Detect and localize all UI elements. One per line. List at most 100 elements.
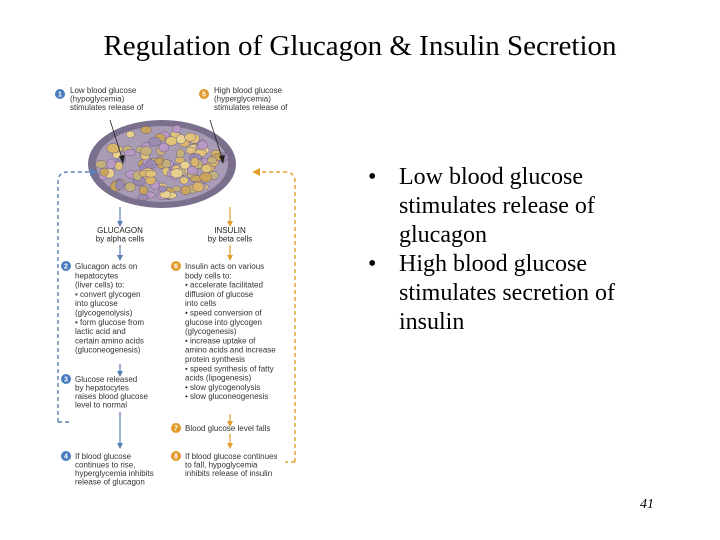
figure-text-line: GLUCAGON <box>97 226 143 235</box>
islet-cell <box>125 130 135 139</box>
bullet-item-high-glucose: •High blood glucose stimulates secretion… <box>368 251 615 335</box>
svg-text:2: 2 <box>64 264 68 271</box>
figure-text-line: Glucagon acts on <box>75 262 137 271</box>
figure-text-line: Low blood glucose <box>70 86 137 95</box>
step-8-marker: 8 <box>171 451 181 461</box>
islet-cell <box>124 149 137 157</box>
islet-cell <box>186 166 198 175</box>
figure-text-line: • slow gluconeogenesis <box>185 392 268 401</box>
insulin-feedback-arrow <box>260 171 296 462</box>
islet-cell <box>124 182 136 192</box>
figure-text-line: lactic acid and <box>75 327 126 336</box>
figure-text-line: raises blood glucose <box>75 392 148 401</box>
figure-text-line: • slow glycogenolysis <box>185 383 260 392</box>
svg-text:8: 8 <box>174 454 178 461</box>
figure-text-line: Glucose released <box>75 375 137 384</box>
glucagon-feedback-arrow <box>57 171 90 422</box>
islet-cell <box>99 167 109 177</box>
insulin-feedback-arrowhead <box>252 168 260 176</box>
figure-text-line: into cells <box>185 299 216 308</box>
step-1-text: Low blood glucose(hypoglycemia)stimulate… <box>70 86 144 112</box>
figure-text-line: Insulin acts on various <box>185 262 264 271</box>
figure-text-line: by alpha cells <box>96 235 144 244</box>
figure-text-line: (glycogenolysis) <box>75 309 133 318</box>
islet-cell <box>140 125 152 134</box>
figure-text-line: INSULIN <box>214 226 246 235</box>
figure-text-line: (liver cells) to: <box>75 281 124 290</box>
figure-text-line: protein synthesis <box>185 355 245 364</box>
glucose-regulation-figure: 1 5 2 6 3 7 4 8 Low blood glucose(hypogl… <box>55 86 296 487</box>
figure-text-line: • speed synthesis of fatty <box>185 364 274 373</box>
islet-cell <box>158 142 170 153</box>
step-5-text: High blood glucose(hyperglycemia)stimula… <box>214 86 288 112</box>
svg-text:3: 3 <box>64 377 68 384</box>
figure-text-line: level to normal <box>75 401 127 410</box>
figure-text-line: acids (lipogenesis) <box>185 374 252 383</box>
islet-cell <box>190 157 200 167</box>
svg-text:7: 7 <box>174 426 178 433</box>
figure-text-line: certain amino acids <box>75 336 144 345</box>
svg-text:4: 4 <box>64 454 68 461</box>
figure-text-line: amino acids and increase <box>185 346 276 355</box>
islet-cell <box>148 136 162 147</box>
islet-cell <box>180 185 191 196</box>
islet-cell <box>158 185 168 193</box>
islet-cell <box>170 168 184 179</box>
islet-cell <box>176 134 186 145</box>
figure-text-line: hepatocytes <box>75 271 118 280</box>
islet-cell <box>115 180 125 191</box>
figure-text-line: (hyperglycemia) <box>214 95 271 104</box>
figure-text-line: • accelerate facilitated <box>185 281 263 290</box>
islet-cell <box>139 185 149 195</box>
figure-text-line: to fall, hypoglycemia <box>185 461 258 470</box>
figure-text-line: High blood glucose <box>214 86 283 95</box>
figure-text-line: by beta cells <box>208 235 252 244</box>
islet-cell <box>197 140 208 151</box>
islet-cell <box>192 181 205 193</box>
figure-text-line: • convert glycogen <box>75 290 141 299</box>
islet-cell <box>201 164 212 173</box>
step-7-marker: 7 <box>171 423 181 433</box>
figure-text-line: stimulates release of <box>214 103 288 112</box>
figure-text-line: • increase uptake of <box>185 336 256 345</box>
svg-text:5: 5 <box>202 92 206 99</box>
figure-text-line: Blood glucose level falls <box>185 424 270 433</box>
figure-text-line: If blood glucose continues <box>185 452 278 461</box>
islet-cell <box>137 193 149 201</box>
islet-cell <box>144 170 157 178</box>
svg-text:6: 6 <box>174 264 178 271</box>
figure-text-line: body cells to: <box>185 271 232 280</box>
islet-cell <box>145 176 157 185</box>
islet-cell <box>145 159 157 169</box>
figure-text-line: inhibits release of insulin <box>185 469 272 478</box>
page-number: 41 <box>640 497 654 512</box>
figure-text-line: • form glucose from <box>75 318 144 327</box>
islet-cell <box>179 176 189 185</box>
bullet-item-low-glucose: •Low blood glucose stimulates release of… <box>368 164 595 248</box>
step-1-marker: 1 <box>55 89 65 99</box>
figure-text-line: (glycogenesis) <box>185 327 237 336</box>
figure-text-line: If blood glucose <box>75 452 132 461</box>
figure-text-line: (gluconeogenesis) <box>75 346 141 355</box>
figure-text-line: • speed conversion of <box>185 309 262 318</box>
islet-cell <box>139 146 153 156</box>
islet-cell <box>172 124 182 134</box>
figure-text-line: release of glucagon <box>75 478 145 487</box>
islet-cell <box>106 158 116 169</box>
figure-text-line: stimulates release of <box>70 103 144 112</box>
figure-text-line: continues to rise, <box>75 461 135 470</box>
bullet-list: •Low blood glucose stimulates release of… <box>368 163 668 337</box>
bullet-marker: • <box>368 251 377 277</box>
pancreatic-islet-illustration <box>88 120 236 208</box>
figure-text-line: (hypoglycemia) <box>70 95 125 104</box>
figure-text-line: diffusion of glucose <box>185 290 254 299</box>
step-5-marker: 5 <box>199 89 209 99</box>
svg-text:1: 1 <box>58 92 62 99</box>
step-2-marker: 2 <box>61 261 71 271</box>
glucagon-feedback-arrowhead <box>90 168 98 176</box>
